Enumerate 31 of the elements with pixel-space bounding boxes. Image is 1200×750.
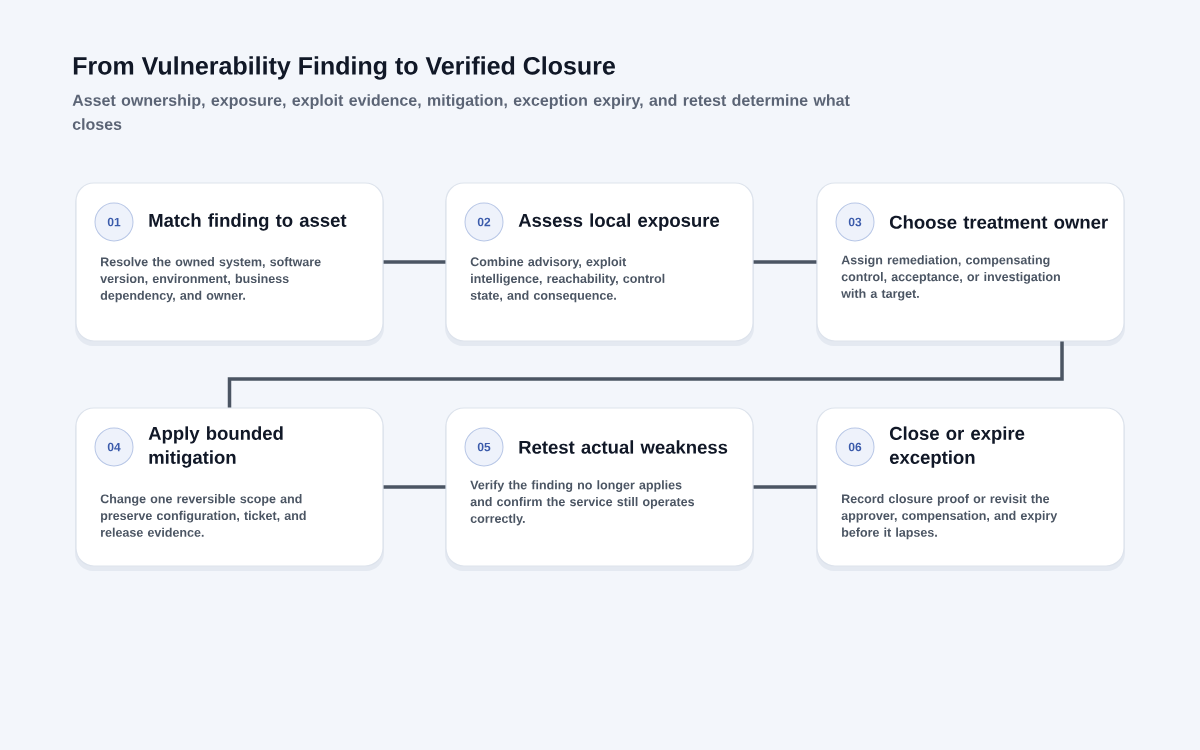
connector-line — [227, 341, 1064, 408]
step-description: Verify the finding no longer applies and confirm the service still operates correctly. — [470, 480, 695, 526]
step-heading: Assess local exposure — [518, 213, 720, 231]
title: From Vulnerability Finding to Verified Closure — [73, 56, 615, 80]
subtitle: Asset ownership, exposure, exploit evidence, mitigation, exception expiry, and retest determine what closes — [72, 94, 850, 130]
step-number-badge: 06 — [835, 427, 875, 467]
step-card — [75, 407, 384, 571]
step-number-badge: 03 — [835, 202, 875, 242]
connector-line — [753, 260, 817, 264]
connector-line — [753, 485, 817, 489]
step-heading: Choose treatment owner — [889, 215, 1108, 229]
step-card — [816, 407, 1125, 571]
step-heading: Close or expire exception — [889, 426, 1025, 468]
step-description: Assign remediation, compensating control, acceptance, or investigation with a target. — [841, 255, 1060, 301]
step-description: Combine advisory, exploit intelligence, reachability, control state, and consequence. — [470, 257, 665, 303]
step-card — [816, 182, 1125, 346]
step-number-badge: 02 — [464, 202, 504, 242]
connector-line — [383, 485, 446, 489]
step-number-badge: 01 — [94, 202, 134, 242]
step-heading: Match finding to asset — [149, 213, 347, 231]
step-description: Resolve the owned system, software version, environment, business dependency, and owner. — [100, 257, 321, 303]
step-card — [445, 182, 754, 346]
step-number-badge: 05 — [464, 427, 504, 467]
step-description: Record closure proof or revisit the approver, compensation, and expiry before it lapses. — [841, 494, 1058, 540]
connector-line — [383, 260, 446, 264]
step-heading: Retest actual weakness — [519, 440, 728, 454]
step-heading: Apply bounded mitigation — [148, 426, 283, 468]
step-card — [445, 407, 754, 571]
step-description: Change one reversible scope and preserve configuration, ticket, and release evidence. — [100, 494, 306, 537]
step-card — [75, 182, 384, 346]
step-number-badge: 04 — [94, 427, 134, 467]
